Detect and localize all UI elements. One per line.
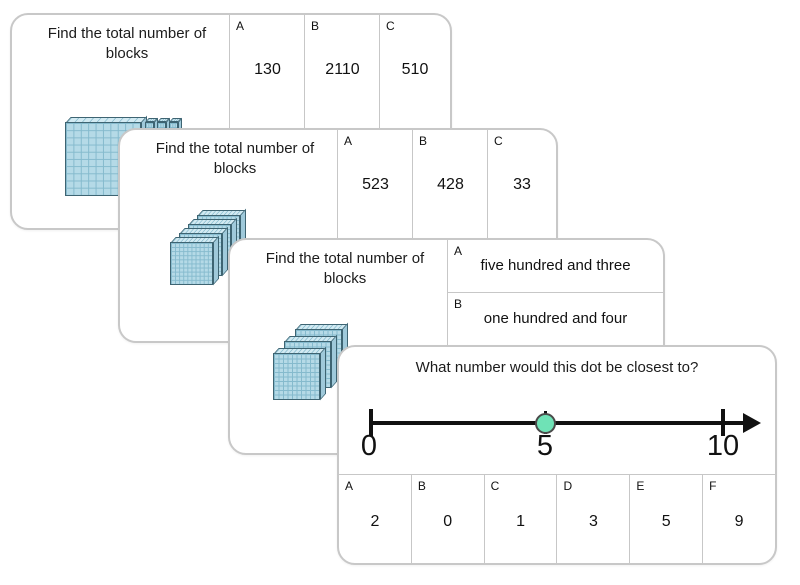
- question-text: Find the total number of blocks: [155, 140, 315, 177]
- option-value: 2: [370, 513, 380, 530]
- answer-option-b[interactable]: B 2110: [304, 15, 380, 228]
- option-value: five hundred and three: [480, 257, 631, 274]
- option-value: 1: [516, 513, 526, 530]
- answer-option-b[interactable]: B one hundred and four: [447, 293, 663, 346]
- option-letter: C: [386, 19, 395, 33]
- option-value: 523: [362, 176, 389, 193]
- tick-10: [721, 409, 725, 436]
- answer-option-f[interactable]: F 9: [702, 475, 775, 563]
- answer-options: A 2 B 0 C 1 D 3 E 5 F 9: [339, 474, 775, 563]
- answer-option-b[interactable]: B 428: [412, 130, 488, 341]
- option-letter: C: [490, 479, 500, 493]
- question-card-4: What number would this dot be closest to…: [337, 345, 777, 565]
- answer-option-a[interactable]: A 2: [339, 475, 411, 563]
- option-value: 0: [443, 513, 453, 530]
- option-value: 428: [437, 176, 464, 193]
- option-value: 9: [734, 513, 744, 530]
- tick-label-5: 5: [536, 430, 554, 462]
- number-line-dot: [535, 413, 556, 434]
- answer-option-c[interactable]: C 33: [487, 130, 556, 341]
- option-letter: F: [709, 479, 717, 493]
- tick-label-10: 10: [706, 430, 740, 462]
- option-value: 2110: [325, 61, 360, 78]
- answer-option-e[interactable]: E 5: [629, 475, 702, 563]
- answer-option-b[interactable]: B 0: [410, 475, 484, 563]
- answer-option-a[interactable]: A 523: [337, 130, 413, 341]
- option-value: 33: [513, 176, 531, 193]
- option-letter: B: [454, 297, 463, 311]
- option-letter: A: [345, 479, 354, 493]
- number-line-axis: [369, 421, 745, 425]
- option-value: one hundred and four: [483, 310, 628, 327]
- option-letter: E: [636, 479, 645, 493]
- option-letter: A: [236, 19, 245, 33]
- option-value: 3: [588, 513, 598, 530]
- answer-option-d[interactable]: D 3: [556, 475, 629, 563]
- hundred-block-image: [273, 353, 320, 400]
- hundred-block-image: [170, 242, 213, 285]
- question-text: Find the total number of blocks: [47, 25, 207, 62]
- option-letter: A: [454, 244, 463, 258]
- tick-0: [369, 409, 373, 436]
- answer-option-c[interactable]: C 1: [483, 475, 557, 563]
- answer-option-a[interactable]: A five hundred and three: [447, 240, 663, 293]
- number-line: 0 5 10: [339, 347, 775, 474]
- option-letter: B: [311, 19, 320, 33]
- arrow-right-icon: [743, 413, 761, 433]
- option-value: 5: [661, 513, 671, 530]
- answer-options: A five hundred and three B one hundred a…: [447, 240, 663, 346]
- option-letter: A: [344, 134, 353, 148]
- option-letter: C: [494, 134, 503, 148]
- tick-label-0: 0: [360, 430, 378, 462]
- option-letter: B: [417, 479, 426, 493]
- question-text: What number would this dot be closest to…: [415, 359, 699, 376]
- option-letter: B: [419, 134, 428, 148]
- answer-option-a[interactable]: A 130: [229, 15, 305, 228]
- option-value: 130: [254, 61, 281, 78]
- question-text: Find the total number of blocks: [265, 250, 425, 287]
- option-letter: D: [563, 479, 573, 493]
- option-value: 510: [401, 61, 429, 78]
- answer-option-c[interactable]: C 510: [379, 15, 450, 228]
